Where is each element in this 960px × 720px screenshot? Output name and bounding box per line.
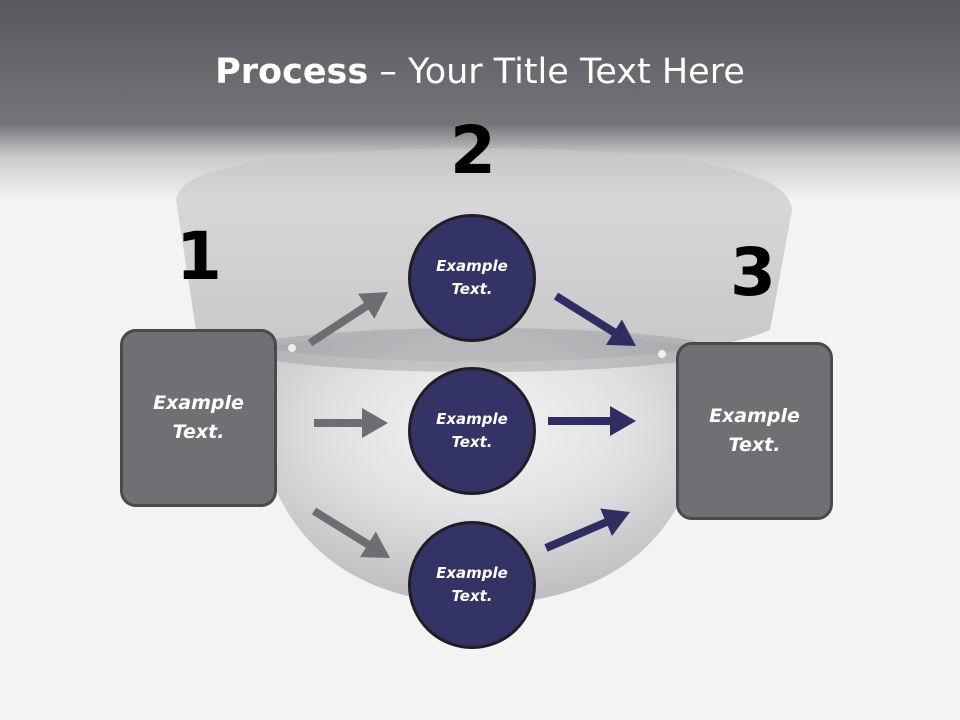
arrow-left-to-top — [307, 292, 388, 347]
arrow-left-to-middle — [314, 408, 388, 438]
left-box-line-2: Text. — [172, 421, 225, 443]
top-circle-line-1: Example — [436, 257, 508, 275]
top-circle: Example Text. — [408, 214, 536, 342]
right-box-line-2: Text. — [728, 434, 781, 456]
title-rest: – Your Title Text Here — [368, 52, 745, 92]
middle-circle-line-2: Text. — [451, 433, 493, 451]
right-step-box: Example Text. — [676, 342, 833, 520]
step-number-1: 1 — [176, 218, 222, 295]
arrow-bottom-to-right — [544, 508, 630, 552]
step-number-2: 2 — [450, 112, 496, 189]
middle-circle-line-1: Example — [436, 410, 508, 428]
bottom-circle: Example Text. — [408, 521, 536, 649]
arrow-top-to-right — [553, 292, 636, 346]
arrow-middle-to-right — [548, 406, 636, 436]
bottom-circle-line-1: Example — [436, 564, 508, 582]
right-box-line-1: Example — [709, 405, 800, 427]
left-box-line-1: Example — [153, 392, 244, 414]
bottom-circle-line-2: Text. — [451, 587, 493, 605]
step-number-3: 3 — [730, 234, 776, 311]
top-circle-line-2: Text. — [451, 280, 493, 298]
arrow-left-to-bottom — [311, 507, 390, 558]
middle-circle: Example Text. — [408, 367, 536, 495]
page-title: Process – Your Title Text Here — [0, 52, 960, 92]
title-bold: Process — [215, 52, 369, 92]
left-step-box: Example Text. — [120, 329, 277, 507]
